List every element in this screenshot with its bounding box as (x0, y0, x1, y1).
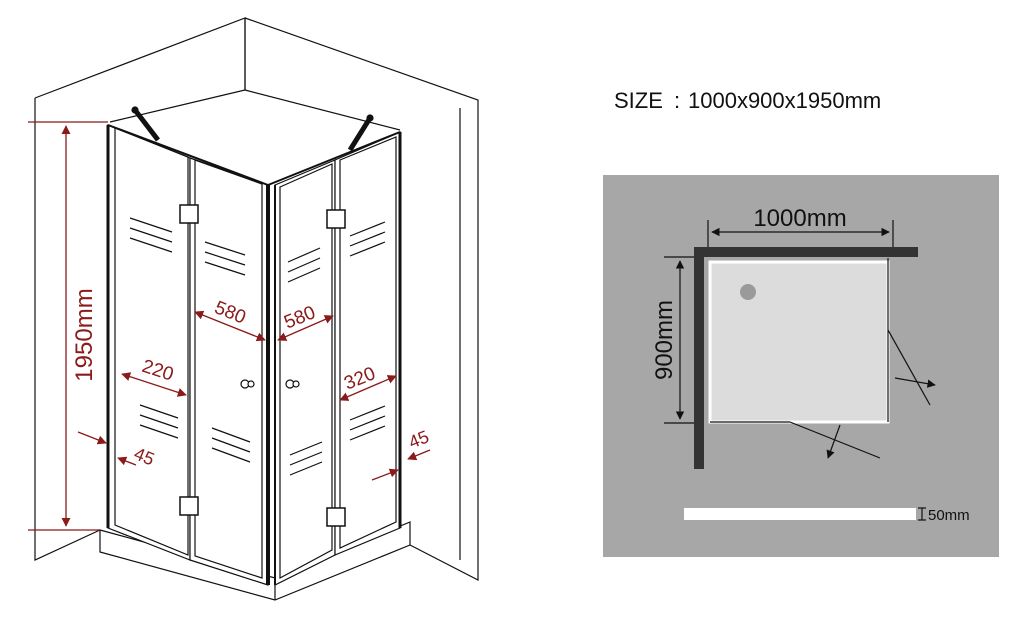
size-title-value: 1000x900x1950mm (688, 88, 881, 113)
size-title-separator: : (674, 88, 680, 113)
left-door-panels (106, 124, 269, 586)
plan-wall-top (694, 247, 918, 257)
frosted-stripe-decor (129, 217, 386, 476)
iso-dimension-lines (28, 121, 431, 531)
stabilizer-bar-left (131, 106, 160, 142)
tray-thickness-marker (918, 507, 926, 521)
plan-width-label: 1000mm (753, 205, 846, 232)
back-wall-right (244, 17, 479, 581)
door-knob-icons (240, 379, 300, 389)
adjust-right-label: 45 (406, 426, 432, 452)
plan-wall-left (694, 247, 704, 469)
drain-icon (740, 284, 756, 300)
plan-view: 1000mm 900mm 50mm (603, 175, 999, 557)
hinge-icons (179, 204, 346, 527)
size-title: SIZE : 1000x900x1950mm (614, 88, 881, 113)
height-label: 1950mm (71, 288, 98, 381)
plan-tray (708, 260, 890, 424)
tray-thickness-label: 50mm (928, 507, 970, 524)
tray-thickness-bar (684, 508, 916, 520)
plan-glass-doors (710, 258, 936, 459)
stabilizer-bar-right (347, 114, 374, 152)
plan-dimension-lines (664, 220, 894, 424)
plan-depth-label: 900mm (651, 300, 678, 380)
size-title-label: SIZE (614, 88, 663, 113)
iso-dimension-labels: 1950mm 580 580 220 320 45 45 (71, 288, 432, 469)
iso-view (34, 17, 479, 601)
right-door-panels (266, 131, 402, 586)
